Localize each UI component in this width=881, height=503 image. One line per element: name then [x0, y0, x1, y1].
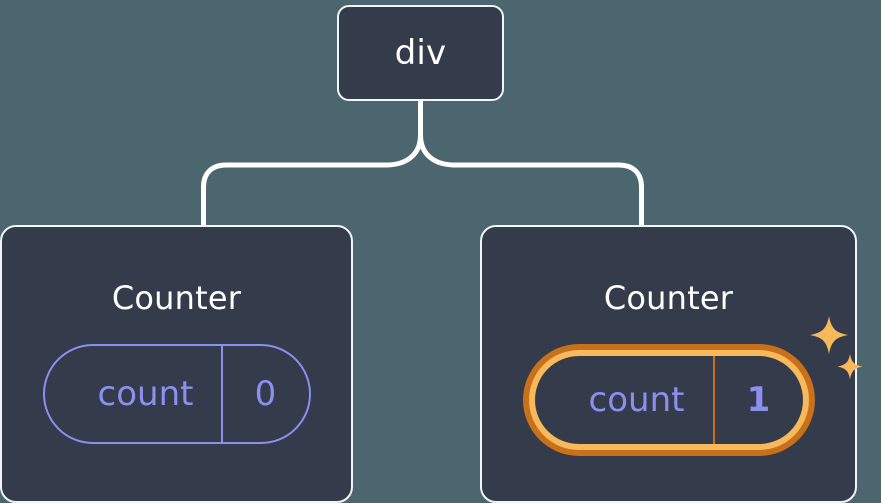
- state-value-label: 1: [712, 356, 803, 444]
- state-key-label: count: [588, 380, 685, 420]
- state-pill-inner-ring: count 1: [528, 350, 809, 450]
- state-key-label: count: [97, 374, 194, 414]
- state-pill-container: count 0: [42, 344, 311, 444]
- node-counter-right[interactable]: Counter count 1: [480, 225, 863, 503]
- node-title-label: Counter: [111, 279, 242, 317]
- state-pill[interactable]: count 0: [42, 344, 311, 444]
- connector-branch-right: [418, 132, 644, 228]
- node-root-div[interactable]: div: [337, 5, 504, 101]
- state-pill-core: count 1: [534, 356, 803, 444]
- sparkle-icon: [809, 316, 863, 380]
- node-counter-left[interactable]: Counter count 0: [0, 225, 353, 503]
- sparkle-large-icon: [809, 316, 848, 354]
- node-root-label: div: [394, 33, 447, 73]
- state-pill-container-highlighted: count 1: [522, 316, 863, 456]
- connector-branch-left: [201, 132, 423, 228]
- state-value-label: 0: [220, 346, 309, 442]
- node-title-label: Counter: [603, 279, 734, 317]
- state-pill-highlighted[interactable]: count 1: [522, 344, 815, 456]
- sparkle-small-icon: [836, 354, 863, 380]
